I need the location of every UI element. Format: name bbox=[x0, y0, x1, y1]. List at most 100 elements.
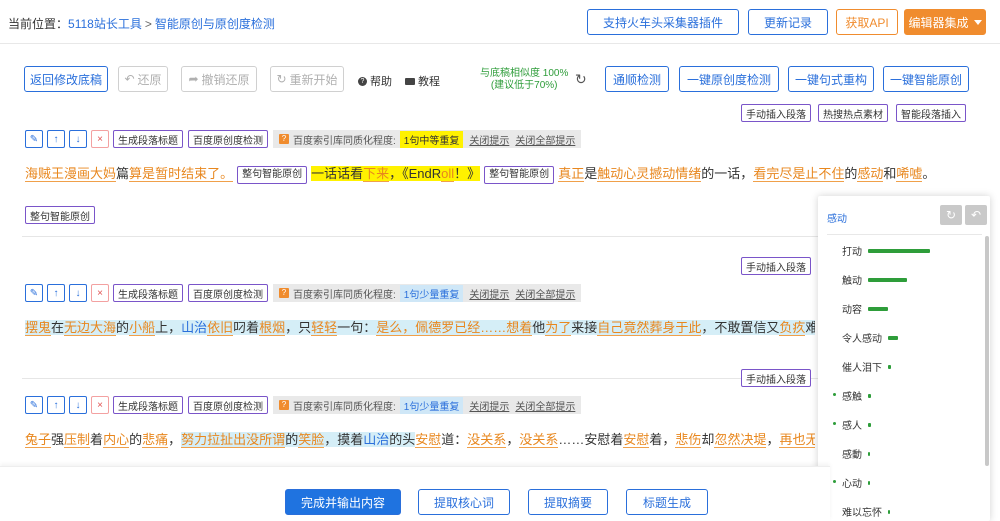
word[interactable]: 结束了。 bbox=[181, 166, 234, 182]
breadcrumb-link-tools[interactable]: 5118站长工具 bbox=[68, 17, 142, 31]
word[interactable]: 心灵 bbox=[623, 166, 650, 182]
arrow-up-icon[interactable]: ↑ bbox=[47, 396, 65, 414]
word[interactable]: 悲伤 bbox=[675, 432, 702, 448]
word[interactable]: 情绪 bbox=[675, 166, 702, 182]
help-link[interactable]: ?帮助 bbox=[358, 73, 392, 89]
word[interactable]: 压制 bbox=[64, 432, 91, 448]
word[interactable]: 没关系 bbox=[519, 432, 559, 448]
word[interactable]: 看完 bbox=[753, 166, 780, 182]
edit-icon[interactable]: ✎ bbox=[25, 130, 43, 148]
word[interactable]: 真正 bbox=[558, 166, 585, 182]
synonym-item[interactable]: 打动 bbox=[842, 243, 930, 258]
word[interactable]: 决堤 bbox=[740, 432, 767, 448]
word[interactable]: 依旧 bbox=[207, 320, 234, 336]
synonym-item[interactable]: 催人泪下 bbox=[842, 359, 891, 374]
whole-sentence-button[interactable]: 整句智能原创 bbox=[484, 165, 555, 184]
word[interactable]: 安慰 bbox=[623, 432, 650, 448]
word[interactable]: 为了 bbox=[545, 320, 572, 336]
word[interactable]: 葬身于此 bbox=[649, 320, 702, 336]
finish-output-button[interactable]: 完成并输出内容 bbox=[285, 489, 401, 515]
synonym-item[interactable]: 难以忘怀 bbox=[842, 504, 890, 519]
arrow-down-icon[interactable]: ↓ bbox=[69, 130, 87, 148]
word[interactable]: 努力 bbox=[181, 432, 208, 448]
tutorial-link[interactable]: 教程 bbox=[405, 73, 440, 89]
extract-summary-button[interactable]: 提取摘要 bbox=[528, 489, 608, 515]
fluency-check-button[interactable]: 通顺检测 bbox=[605, 66, 669, 92]
close-icon[interactable]: × bbox=[91, 396, 109, 414]
word[interactable]: 轻轻 bbox=[311, 320, 338, 336]
baidu-check-button[interactable]: 百度原创度检测 bbox=[188, 396, 268, 414]
word[interactable]: 山治 bbox=[363, 432, 390, 447]
synonym-item[interactable]: 感動 bbox=[842, 446, 870, 461]
synonym-item[interactable]: 令人感动 bbox=[842, 330, 898, 345]
word[interactable]: 根烟 bbox=[259, 320, 286, 336]
word[interactable]: 出 bbox=[233, 432, 247, 448]
word[interactable]: 竟然 bbox=[623, 320, 650, 336]
synonym-item[interactable]: 心动 bbox=[833, 475, 870, 490]
whole-sentence-button[interactable]: 整句智能原创 bbox=[25, 206, 95, 224]
insert-paragraph-button[interactable]: 手动插入段落 bbox=[741, 369, 811, 387]
word[interactable]: 下来 bbox=[363, 166, 390, 182]
generate-title-button[interactable]: 标题生成 bbox=[626, 489, 708, 515]
word[interactable]: 无边大海 bbox=[64, 320, 117, 336]
smart-insert-button[interactable]: 智能段落插入 bbox=[896, 104, 966, 122]
changelog-button[interactable]: 更新记录 bbox=[748, 9, 828, 35]
undo-icon[interactable]: ↶ bbox=[965, 205, 987, 225]
word[interactable]: 山治 bbox=[181, 320, 208, 335]
baidu-check-button[interactable]: 百度原创度检测 bbox=[188, 284, 268, 302]
word[interactable]: 自己 bbox=[597, 320, 624, 336]
arrow-up-icon[interactable]: ↑ bbox=[47, 130, 65, 148]
close-all-hints-link[interactable]: 关闭全部提示 bbox=[515, 289, 576, 301]
synonym-item[interactable]: 感人 bbox=[833, 417, 871, 432]
word[interactable]: 负疚 bbox=[779, 320, 806, 336]
generate-title-button[interactable]: 生成段落标题 bbox=[113, 284, 183, 302]
word[interactable]: 小船 bbox=[129, 320, 156, 336]
close-hint-link[interactable]: 关闭提示 bbox=[469, 135, 510, 147]
word[interactable]: 拉扯 bbox=[207, 432, 234, 448]
close-all-hints-link[interactable]: 关闭全部提示 bbox=[515, 401, 576, 413]
word[interactable]: 忽然 bbox=[714, 432, 741, 448]
word[interactable]: 想着 bbox=[506, 320, 533, 336]
insert-paragraph-button[interactable]: 手动插入段落 bbox=[741, 257, 811, 275]
word[interactable]: 是么， bbox=[376, 320, 416, 336]
editor-integration-button[interactable]: 编辑器集成 bbox=[904, 9, 986, 35]
breadcrumb-link-current[interactable]: 智能原创与原创度检测 bbox=[154, 17, 275, 31]
edit-icon[interactable]: ✎ bbox=[25, 284, 43, 302]
whole-sentence-button[interactable]: 整句智能原创 bbox=[237, 165, 308, 184]
word[interactable]: 动 bbox=[662, 166, 676, 182]
restore-button[interactable]: ↶还原 bbox=[118, 66, 168, 92]
word[interactable]: 海贼王漫画 bbox=[25, 166, 91, 182]
synonym-item[interactable]: 感触 bbox=[833, 388, 871, 403]
synonym-item[interactable]: 动容 bbox=[842, 301, 888, 316]
extract-keywords-button[interactable]: 提取核心词 bbox=[418, 489, 510, 515]
word[interactable]: 兔子 bbox=[25, 432, 52, 448]
word[interactable]: 撼 bbox=[649, 166, 663, 182]
refresh-similarity-icon[interactable]: ↻ bbox=[575, 71, 587, 87]
sentence-restructure-button[interactable]: 一键句式重构 bbox=[788, 66, 874, 92]
close-all-hints-link[interactable]: 关闭全部提示 bbox=[515, 135, 576, 147]
plugin-button[interactable]: 支持火车头采集器插件 bbox=[587, 9, 739, 35]
word[interactable]: 触动 bbox=[597, 166, 624, 182]
word[interactable]: 没关系 bbox=[467, 432, 507, 448]
close-hint-link[interactable]: 关闭提示 bbox=[469, 289, 510, 301]
word[interactable]: 悲痛 bbox=[142, 432, 169, 448]
close-icon[interactable]: × bbox=[91, 284, 109, 302]
undo-restore-button[interactable]: ➦撤销还原 bbox=[181, 66, 257, 92]
word[interactable]: 大妈 bbox=[90, 166, 117, 182]
word[interactable]: oll bbox=[441, 166, 455, 182]
edit-icon[interactable]: ✎ bbox=[25, 396, 43, 414]
arrow-down-icon[interactable]: ↓ bbox=[69, 284, 87, 302]
close-hint-link[interactable]: 关闭提示 bbox=[469, 401, 510, 413]
word[interactable]: 没所谓 bbox=[246, 432, 286, 448]
word[interactable]: 内心 bbox=[103, 432, 130, 448]
word[interactable]: 暂时 bbox=[155, 166, 182, 182]
smart-original-button[interactable]: 一键智能原创 bbox=[883, 66, 969, 92]
word[interactable]: 笑脸 bbox=[298, 432, 325, 448]
baidu-check-button[interactable]: 百度原创度检测 bbox=[188, 130, 268, 148]
get-api-button[interactable]: 获取API bbox=[836, 9, 898, 35]
word[interactable]: 唏嘘 bbox=[896, 166, 923, 182]
word[interactable]: 无法 bbox=[805, 432, 815, 448]
generate-title-button[interactable]: 生成段落标题 bbox=[113, 130, 183, 148]
back-to-draft-button[interactable]: 返回修改底稿 bbox=[24, 66, 108, 92]
word[interactable]: 算是 bbox=[129, 166, 156, 182]
